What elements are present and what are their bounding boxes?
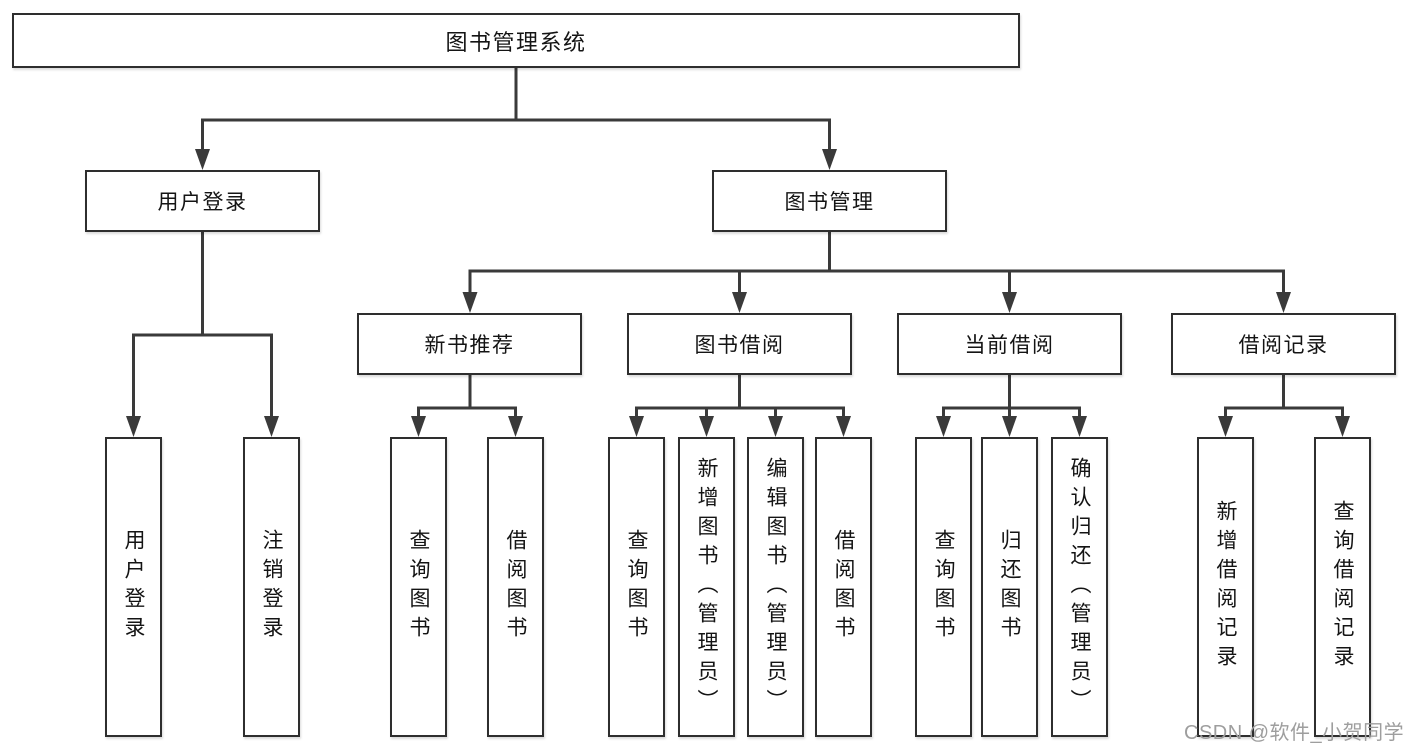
leaf-borrow-books-borrowing: 借阅图书	[815, 437, 872, 737]
leaf-return-books: 归还图书	[981, 437, 1038, 737]
leaf-borrow-books-recommend-label: 借阅图书	[504, 529, 528, 645]
leaf-add-books-admin-label: 新增图书（管理员）	[695, 456, 719, 718]
leaf-return-books-label: 归还图书	[998, 529, 1022, 645]
leaf-query-books-borrowing-label: 查询图书	[625, 529, 649, 645]
leaf-query-books-current-label: 查询图书	[932, 529, 956, 645]
leaf-logout-login-label: 注销登录	[260, 529, 284, 645]
node-root: 图书管理系统	[12, 13, 1020, 68]
node-user-login: 用户登录	[85, 170, 320, 232]
node-current-borrowing: 当前借阅	[897, 313, 1122, 375]
node-new-book-recommendation: 新书推荐	[357, 313, 582, 375]
node-borrowing-records: 借阅记录	[1171, 313, 1396, 375]
leaf-query-books-borrowing: 查询图书	[608, 437, 665, 737]
leaf-add-books-admin: 新增图书（管理员）	[678, 437, 735, 737]
leaf-query-books-recommend-label: 查询图书	[407, 529, 431, 645]
leaf-user-login: 用户登录	[105, 437, 162, 737]
leaf-query-borrow-record-label: 查询借阅记录	[1331, 500, 1355, 674]
leaf-user-login-label: 用户登录	[122, 529, 146, 645]
leaf-borrow-books-recommend: 借阅图书	[487, 437, 544, 737]
leaf-borrow-books-borrowing-label: 借阅图书	[832, 529, 856, 645]
leaf-query-books-current: 查询图书	[915, 437, 972, 737]
watermark: CSDN @软件_小贺同学	[1184, 722, 1405, 744]
node-book-borrowing: 图书借阅	[627, 313, 852, 375]
leaf-query-borrow-record: 查询借阅记录	[1314, 437, 1371, 737]
leaf-confirm-return-admin-label: 确认归还（管理员）	[1068, 456, 1092, 718]
leaf-confirm-return-admin: 确认归还（管理员）	[1051, 437, 1108, 737]
leaf-edit-books-admin-label: 编辑图书（管理员）	[764, 456, 788, 718]
leaf-edit-books-admin: 编辑图书（管理员）	[747, 437, 804, 737]
leaf-add-borrow-record: 新增借阅记录	[1197, 437, 1254, 737]
leaf-logout-login: 注销登录	[243, 437, 300, 737]
leaf-add-borrow-record-label: 新增借阅记录	[1214, 500, 1238, 674]
leaf-query-books-recommend: 查询图书	[390, 437, 447, 737]
node-book-management: 图书管理	[712, 170, 947, 232]
